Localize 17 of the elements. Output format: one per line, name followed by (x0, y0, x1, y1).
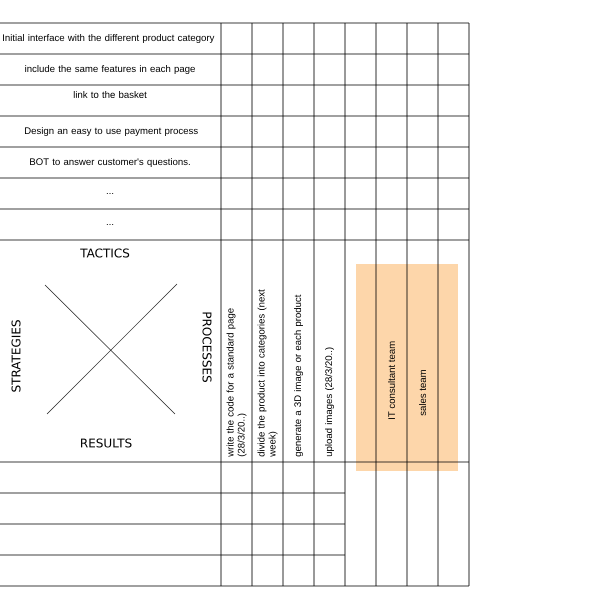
strategy-text: link to the basket (74, 90, 147, 98)
strategy-text: Initial interface with the different product category (3, 34, 214, 43)
process-text: generate a 3D image or each product (294, 294, 303, 456)
header-label: PROCESSES (202, 312, 212, 382)
ellipsis-text: ... (106, 193, 114, 194)
process-text: write the code for a standard page (28/3/20..) (226, 308, 246, 457)
team-label: IT consultant team (388, 341, 396, 419)
header-label: TACTICS (80, 248, 130, 258)
header-label: STRATEGIES (11, 320, 21, 392)
process-text: divide the product into categories (next week) (258, 289, 278, 457)
strategy-text: BOT to answer customer's questions. (30, 158, 190, 167)
process-text: upload images (28/3/20..) (325, 347, 334, 456)
header-label: RESULTS (81, 438, 132, 448)
strategy-text: Design an easy to use payment process (25, 127, 198, 136)
team-label: sales team (418, 370, 426, 416)
ellipsis-text: ... (106, 224, 114, 225)
strategy-text: include the same features in each page (25, 65, 195, 74)
